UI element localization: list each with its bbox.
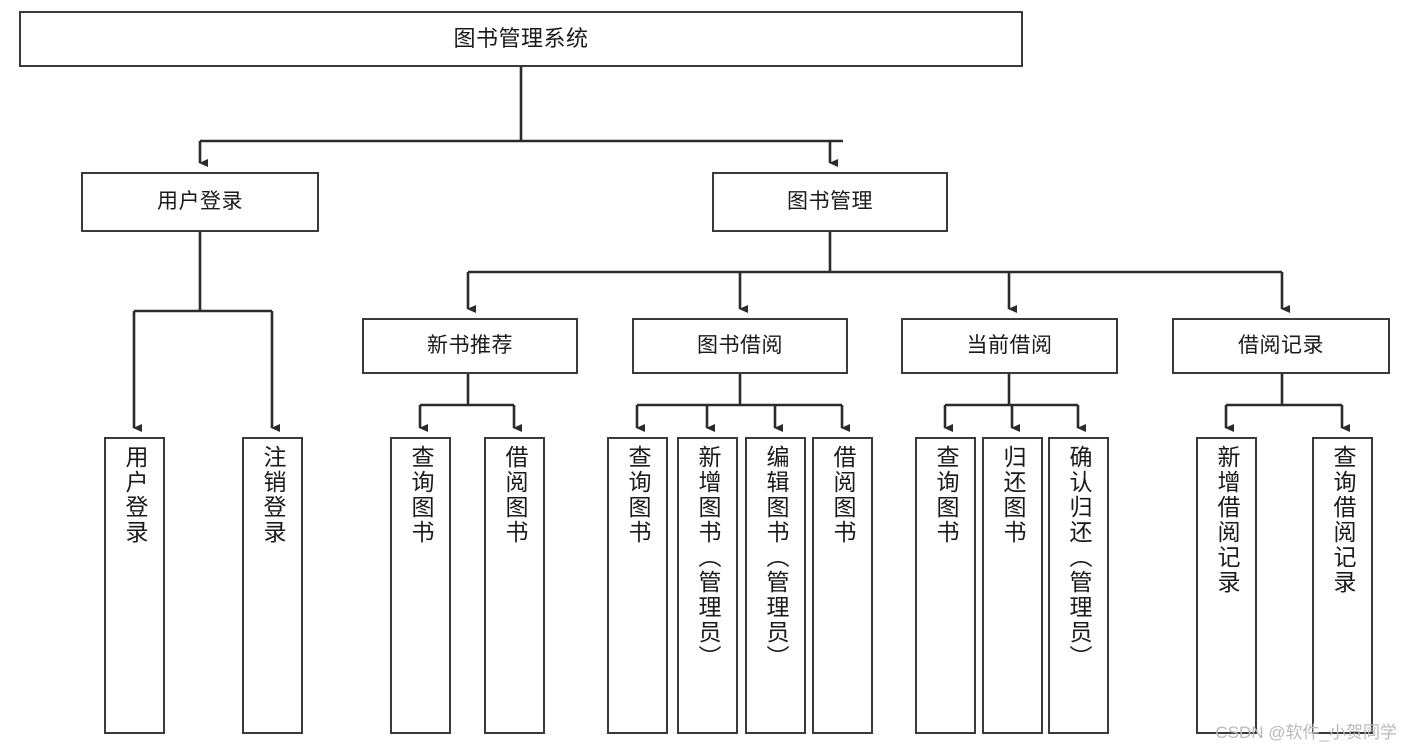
node-current-borrow[interactable]: 当前借阅: [901, 318, 1118, 374]
node-book-borrow-label: 图书借阅: [697, 334, 783, 358]
node-new-book-recommend-label: 新书推荐: [427, 334, 513, 358]
node-leaf-query-book-borrow-label: 查询图书: [625, 445, 651, 545]
node-leaf-return-book[interactable]: 归还图书: [982, 437, 1043, 734]
node-leaf-query-borrow-record-label: 查询借阅记录: [1330, 445, 1356, 595]
node-leaf-query-book-current-label: 查询图书: [933, 445, 959, 545]
node-leaf-borrow-book[interactable]: 借阅图书: [812, 437, 873, 734]
node-book-manage-label: 图书管理: [787, 190, 873, 214]
node-borrow-record[interactable]: 借阅记录: [1172, 318, 1390, 374]
node-leaf-borrow-book-recommend-label: 借阅图书: [502, 445, 528, 545]
node-leaf-confirm-return-admin-label: 确认归还（管理员）: [1066, 445, 1092, 670]
csdn-watermark: CSDN @软件_小贺同学: [1215, 723, 1397, 742]
node-current-borrow-label: 当前借阅: [966, 334, 1053, 358]
node-leaf-user-login-label: 用户登录: [122, 445, 148, 545]
node-new-book-recommend[interactable]: 新书推荐: [362, 318, 578, 374]
node-borrow-record-label: 借阅记录: [1238, 334, 1324, 358]
node-leaf-user-login[interactable]: 用户登录: [104, 437, 165, 734]
node-leaf-query-book-borrow[interactable]: 查询图书: [607, 437, 668, 734]
node-leaf-return-book-label: 归还图书: [1000, 445, 1026, 545]
node-leaf-confirm-return-admin[interactable]: 确认归还（管理员）: [1048, 437, 1109, 734]
node-leaf-query-borrow-record[interactable]: 查询借阅记录: [1312, 437, 1373, 734]
node-leaf-borrow-book-label: 借阅图书: [830, 445, 856, 545]
node-leaf-logout[interactable]: 注销登录: [242, 437, 303, 734]
node-leaf-add-book-admin[interactable]: 新增图书（管理员）: [677, 437, 738, 734]
node-leaf-query-book-current[interactable]: 查询图书: [915, 437, 976, 734]
node-leaf-borrow-book-recommend[interactable]: 借阅图书: [484, 437, 545, 734]
node-book-borrow[interactable]: 图书借阅: [632, 318, 848, 374]
node-leaf-add-borrow-record[interactable]: 新增借阅记录: [1196, 437, 1257, 734]
node-leaf-add-borrow-record-label: 新增借阅记录: [1214, 445, 1240, 595]
node-leaf-edit-book-admin-label: 编辑图书（管理员）: [763, 445, 789, 670]
node-root-label: 图书管理系统: [453, 25, 589, 51]
node-leaf-query-book-recommend-label: 查询图书: [408, 445, 434, 545]
node-book-manage[interactable]: 图书管理: [712, 172, 948, 232]
node-leaf-query-book-recommend[interactable]: 查询图书: [390, 437, 451, 734]
node-leaf-edit-book-admin[interactable]: 编辑图书（管理员）: [745, 437, 806, 734]
node-leaf-add-book-admin-label: 新增图书（管理员）: [695, 445, 721, 670]
node-root[interactable]: 图书管理系统: [19, 11, 1023, 67]
node-user-login-label: 用户登录: [157, 190, 243, 214]
node-user-login[interactable]: 用户登录: [81, 172, 319, 232]
node-leaf-logout-label: 注销登录: [260, 445, 286, 545]
